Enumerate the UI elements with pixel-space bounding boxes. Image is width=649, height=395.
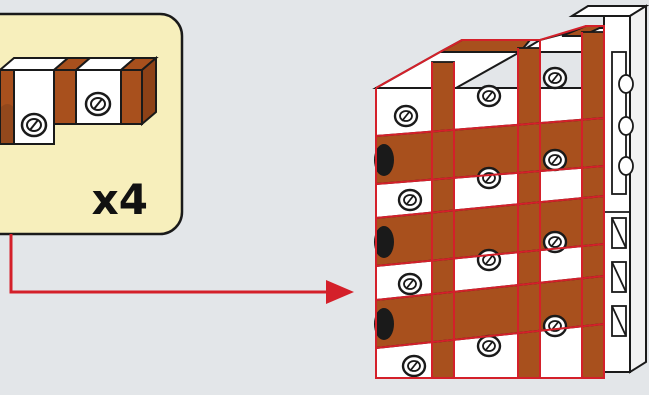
stud-hole-icon [84,91,112,117]
stud-hole-icon [393,104,419,128]
stud-hole-icon [542,66,568,90]
callout-panel: x4 [0,12,184,236]
stud-hole-icon [542,148,568,172]
stud-hole-icon [542,314,568,338]
stud-hole-icon [476,84,502,108]
stud-hole-icon [401,354,427,378]
stud-hole-icon [542,230,568,254]
stud-hole-icon [476,166,502,190]
quantity-label: x4 [92,175,148,224]
stud-hole-icon [397,188,423,212]
callout-subassembly-illustration [0,55,159,145]
wall-assembly-illustration [372,4,649,379]
stud-hole-icon [20,112,48,138]
stud-hole-icon [476,248,502,272]
red-elbow-arrow-icon [9,234,354,304]
stud-hole-icon [397,272,423,296]
white-column [568,4,649,374]
stud-hole-icon [476,334,502,358]
new-parts-highlight-outline [375,25,605,379]
